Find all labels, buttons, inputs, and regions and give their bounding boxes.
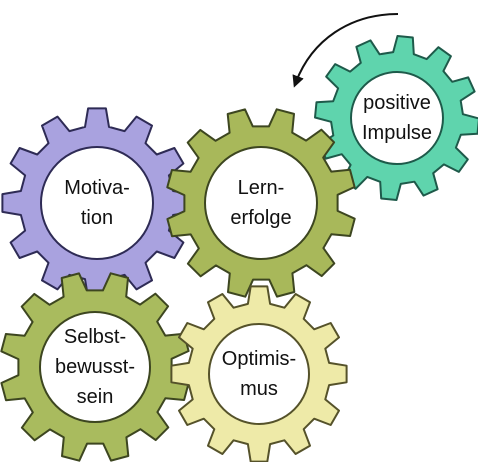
gear-label-line: Optimis- [221, 348, 297, 370]
gear-optimismus [170, 285, 348, 462]
gear-center-motivation [40, 146, 154, 260]
gear-label-line: Selbst- [63, 326, 127, 348]
gear-label-line: erfolge [230, 207, 292, 229]
gear-layer [0, 35, 478, 462]
gear-label-optimismus: Optimis-mus [199, 344, 319, 404]
gear-motivation [1, 107, 193, 299]
gear-label-line: positive [363, 92, 431, 114]
gear-label-line: sein [76, 386, 114, 408]
gear-label-line: Lern- [237, 177, 285, 199]
rotation-arrow [292, 13, 399, 88]
gear-center-lernerfolge [204, 146, 318, 260]
gear-label-line: Impulse [361, 122, 433, 144]
gear-center-optimismus [208, 323, 310, 425]
gear-center-positive-impulse [350, 71, 444, 165]
gear-label-line: tion [80, 207, 114, 229]
gear-label-line: Motiva- [64, 177, 130, 199]
gear-positive-impulse [314, 35, 478, 201]
gear-label-selbstbewusstsein: Selbst-bewusst-sein [35, 322, 155, 412]
gear-label-motivation: Motiva-tion [37, 173, 157, 233]
gear-label-line: bewusst- [54, 356, 136, 378]
gear-label-line: mus [240, 378, 278, 400]
gear-selbstbewusstsein [0, 272, 190, 462]
gear-lernerfolge [166, 108, 356, 298]
gear-center-selbstbewusstsein [39, 311, 151, 423]
gear-label-lernerfolge: Lern-erfolge [201, 173, 321, 233]
